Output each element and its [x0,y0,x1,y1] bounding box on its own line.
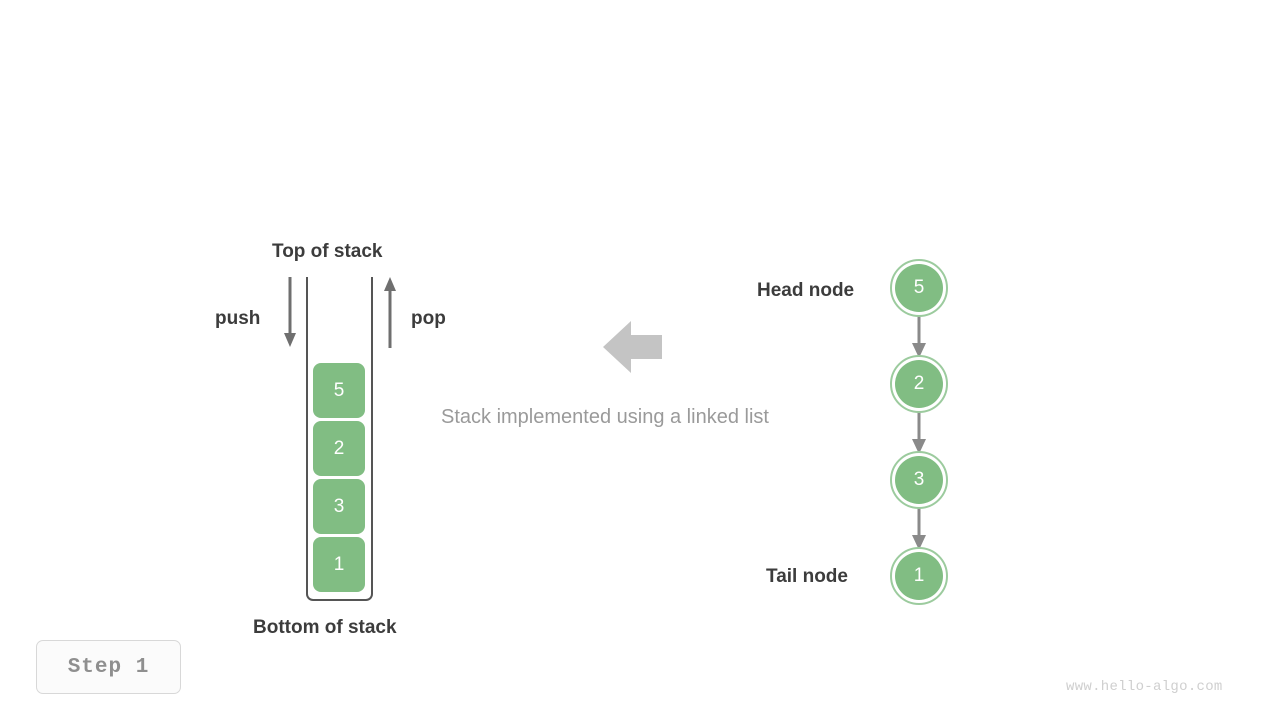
top-of-stack-label: Top of stack [272,241,383,262]
linked-list-node-value: 1 [913,565,925,586]
push-label: push [215,308,261,329]
stack-cell-value: 1 [333,553,345,575]
linked-list-node-inner: 1 [895,552,943,600]
linked-list-node[interactable]: 5 [890,259,948,317]
stack-cell-value: 3 [333,495,345,517]
push-arrow-icon [284,277,296,347]
linked-list-node-inner: 2 [895,360,943,408]
linked-list-node-inner: 5 [895,264,943,312]
stack-cell-value: 2 [333,437,345,459]
pop-label: pop [411,308,446,329]
linked-list-node[interactable]: 2 [890,355,948,413]
linked-list-node[interactable]: 3 [890,451,948,509]
linked-list-node-inner: 3 [895,456,943,504]
linked-list-node-value: 3 [913,469,925,490]
watermark: www.hello-algo.com [1066,679,1223,695]
node-link-arrow-icon [912,412,926,454]
step-badge: Step 1 [36,640,181,694]
node-link-arrow-icon [912,508,926,550]
stack-cell[interactable]: 1 [313,537,365,592]
linked-list-node[interactable]: 1 [890,547,948,605]
stack-cell[interactable]: 3 [313,479,365,534]
node-link-arrow-icon [912,316,926,358]
head-node-label: Head node [757,280,855,301]
diagram-caption: Stack implemented using a linked list [441,406,769,428]
stack-cell-value: 5 [333,379,345,401]
stack-cell[interactable]: 2 [313,421,365,476]
stack-container [306,277,373,601]
linked-list-node-value: 5 [913,277,925,298]
linked-list-node-value: 2 [913,373,925,394]
pop-arrow-icon [384,277,396,348]
tail-node-label: Tail node [766,566,848,587]
stack-cell[interactable]: 5 [313,363,365,418]
left-arrow-icon [603,321,662,373]
bottom-of-stack-label: Bottom of stack [253,617,397,638]
step-badge-label: Step 1 [67,655,150,679]
